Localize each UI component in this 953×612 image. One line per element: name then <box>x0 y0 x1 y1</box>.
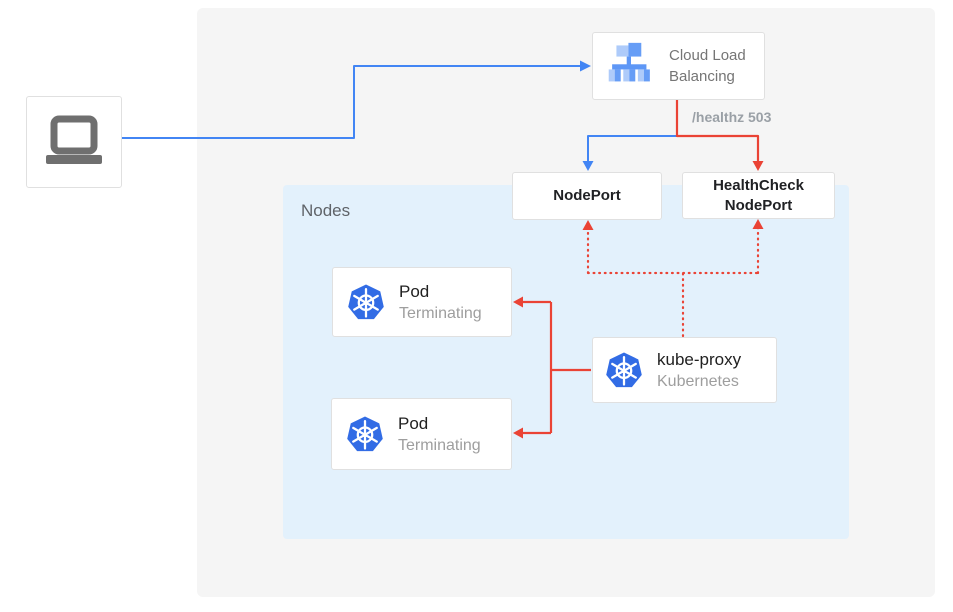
client-laptop-node <box>26 96 122 188</box>
nodes-container-label: Nodes <box>301 201 351 220</box>
cloud-load-balancing-node: Cloud Load Balancing <box>592 32 765 100</box>
laptop-icon <box>46 115 102 164</box>
pod-terminating-node-1: Pod Terminating <box>332 267 512 337</box>
kubernetes-icon <box>347 416 383 452</box>
kube-proxy-subtitle: Kubernetes <box>657 372 739 390</box>
nodeport-label: NodePort <box>553 187 621 204</box>
cloud-load-balancing-label: Cloud Load Balancing <box>669 47 746 85</box>
pod-title: Pod <box>399 281 430 301</box>
kubernetes-icon <box>348 284 384 320</box>
pod-status: Terminating <box>399 304 482 322</box>
pod-terminating-node-2: Pod Terminating <box>331 398 512 470</box>
kube-proxy-title: kube-proxy <box>657 349 742 369</box>
healthz-503-label: /healthz 503 <box>692 109 772 125</box>
kubernetes-icon <box>606 352 642 388</box>
pod-title: Pod <box>398 413 429 433</box>
cloud-load-balancing-icon <box>608 42 650 82</box>
nodeport-node: NodePort <box>512 172 662 220</box>
healthcheck-nodeport-node: HealthCheck NodePort <box>682 172 835 219</box>
pod-status: Terminating <box>398 436 481 454</box>
kube-proxy-node: kube-proxy Kubernetes <box>592 337 777 403</box>
healthcheck-nodeport-label: HealthCheck NodePort <box>713 176 804 214</box>
